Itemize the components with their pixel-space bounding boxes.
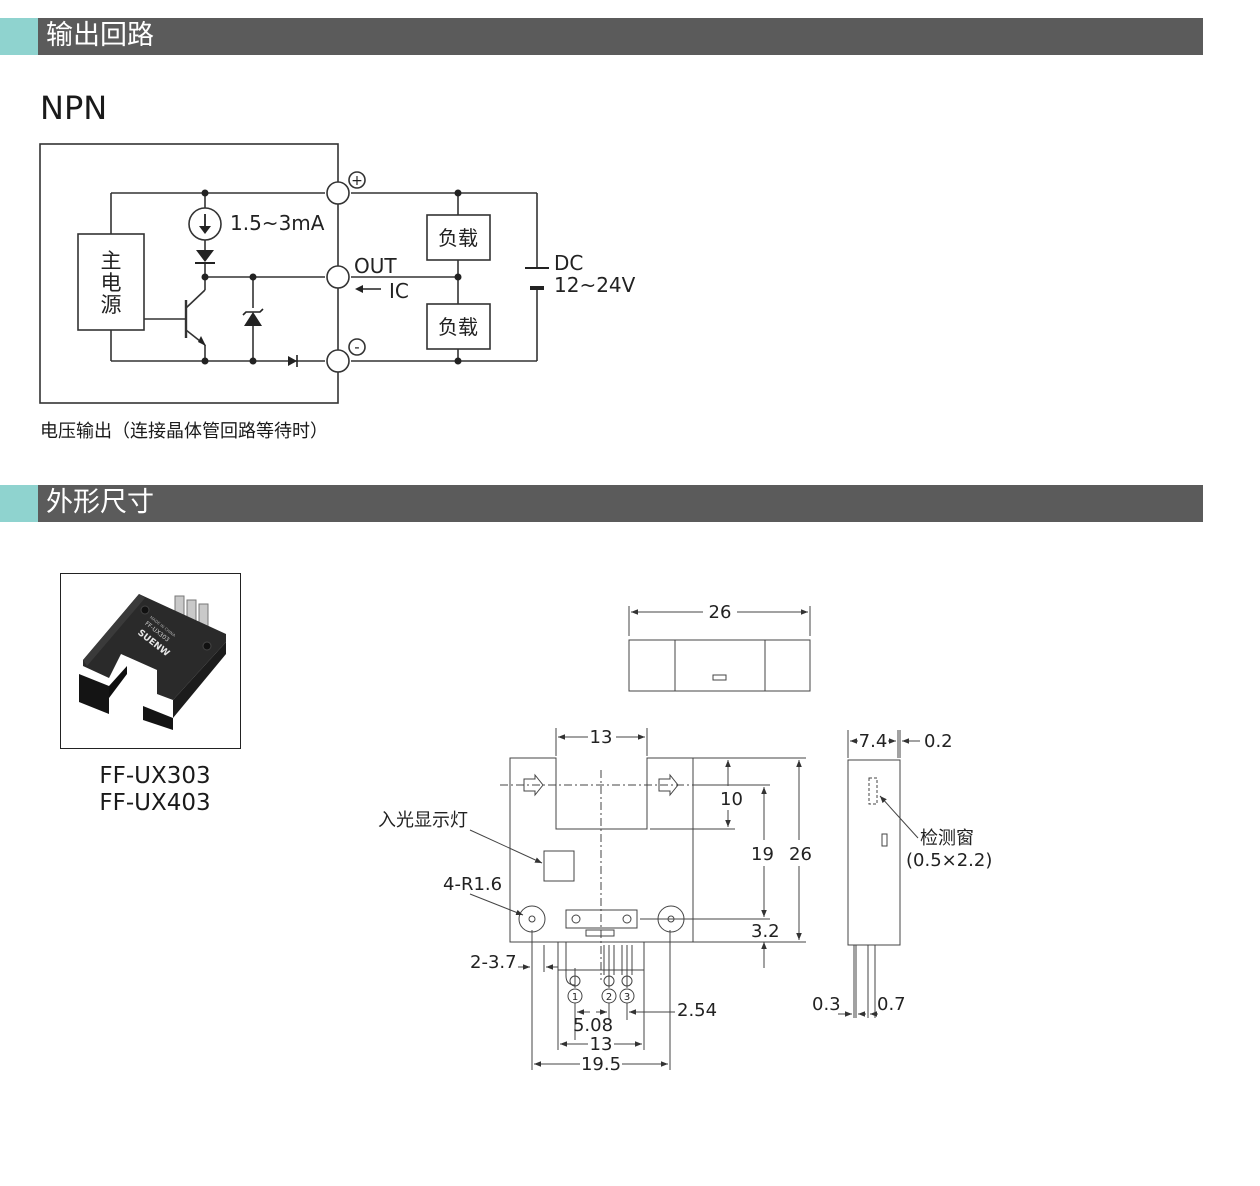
section-band	[38, 18, 1203, 55]
indicator-led	[543, 850, 575, 882]
main-power-char-2: 电	[101, 271, 122, 295]
npn-title: NPN	[40, 89, 108, 127]
out-label: OUT	[354, 254, 397, 278]
pin-number-3: 3	[624, 992, 630, 1003]
sensor-illustration: SUENW FF-UX303 MADE IN CHINA	[79, 594, 226, 730]
section-accent	[0, 18, 38, 55]
terminal-minus	[326, 349, 350, 373]
section-title: 输出回路	[46, 20, 154, 51]
dc-label: DC	[554, 251, 583, 275]
model-name-1: FF-UX303	[99, 763, 211, 789]
current-label: 1.5~3mA	[230, 211, 325, 235]
circuit-diagram: + - 1.5~3mA OUT IC DC 12~24V 负载 负载 主 电 源	[39, 143, 636, 404]
load-box-2	[426, 303, 491, 350]
dim-7-4: 7.4	[859, 731, 888, 752]
terminal-out	[326, 265, 350, 289]
dim-19: 19	[751, 844, 774, 865]
dim-0-3: 0.3	[812, 994, 841, 1015]
section-header-dimensions: 外形尺寸	[0, 485, 1203, 522]
dim-0-7: 0.7	[877, 994, 906, 1015]
model-name-2: FF-UX403	[99, 790, 211, 816]
hole-radius-label: 4-R1.6	[443, 874, 502, 895]
voltage-label: 12~24V	[554, 273, 636, 297]
dim-26-top: 26	[709, 602, 732, 623]
section-accent	[0, 485, 38, 522]
dim-13-bottom: 13	[590, 1034, 613, 1055]
dimension-drawing: 26 13 10 19 26 3.2 7.4 0.2 入光显示灯 4-R1.6 …	[378, 602, 992, 1075]
dim-10: 10	[720, 789, 743, 810]
section-header-output-circuit: 输出回路	[0, 18, 1203, 55]
dim-0-2: 0.2	[924, 731, 953, 752]
mount-hole-left	[518, 905, 546, 933]
section-band	[38, 485, 1203, 522]
side-view-outline	[847, 759, 901, 946]
sensor-enclosure	[39, 143, 339, 404]
minus-symbol: -	[354, 338, 359, 356]
main-power-char-1: 主	[101, 249, 122, 273]
load-box-1	[426, 214, 491, 261]
plus-symbol: +	[351, 173, 363, 189]
dim-2-54: 2.54	[677, 1000, 717, 1021]
ic-label: IC	[389, 279, 409, 303]
dim-26-side: 26	[789, 844, 812, 865]
dim-3-2: 3.2	[751, 921, 780, 942]
section-title: 外形尺寸	[46, 487, 154, 518]
dim-19-5: 19.5	[581, 1054, 621, 1075]
terminal-plus	[326, 181, 350, 205]
led-label: 入光显示灯	[378, 810, 468, 831]
pin-number-1: 1	[572, 992, 578, 1003]
top-view-outline	[628, 639, 811, 692]
dim-5-08: 5.08	[573, 1015, 613, 1036]
window-size-label: (0.5×2.2)	[906, 850, 992, 871]
dim-13-top: 13	[590, 727, 613, 748]
pin-number-2: 2	[606, 992, 612, 1003]
mount-label: 2-3.7	[470, 952, 517, 973]
load-label-2: 负载	[438, 315, 478, 339]
circuit-caption: 电压输出（连接晶体管回路等待时）	[40, 421, 328, 442]
load-label-1: 负载	[438, 226, 478, 250]
window-label: 检测窗	[920, 828, 974, 849]
product-photo: SUENW FF-UX303 MADE IN CHINA	[60, 573, 241, 749]
main-power-char-3: 源	[101, 293, 122, 317]
